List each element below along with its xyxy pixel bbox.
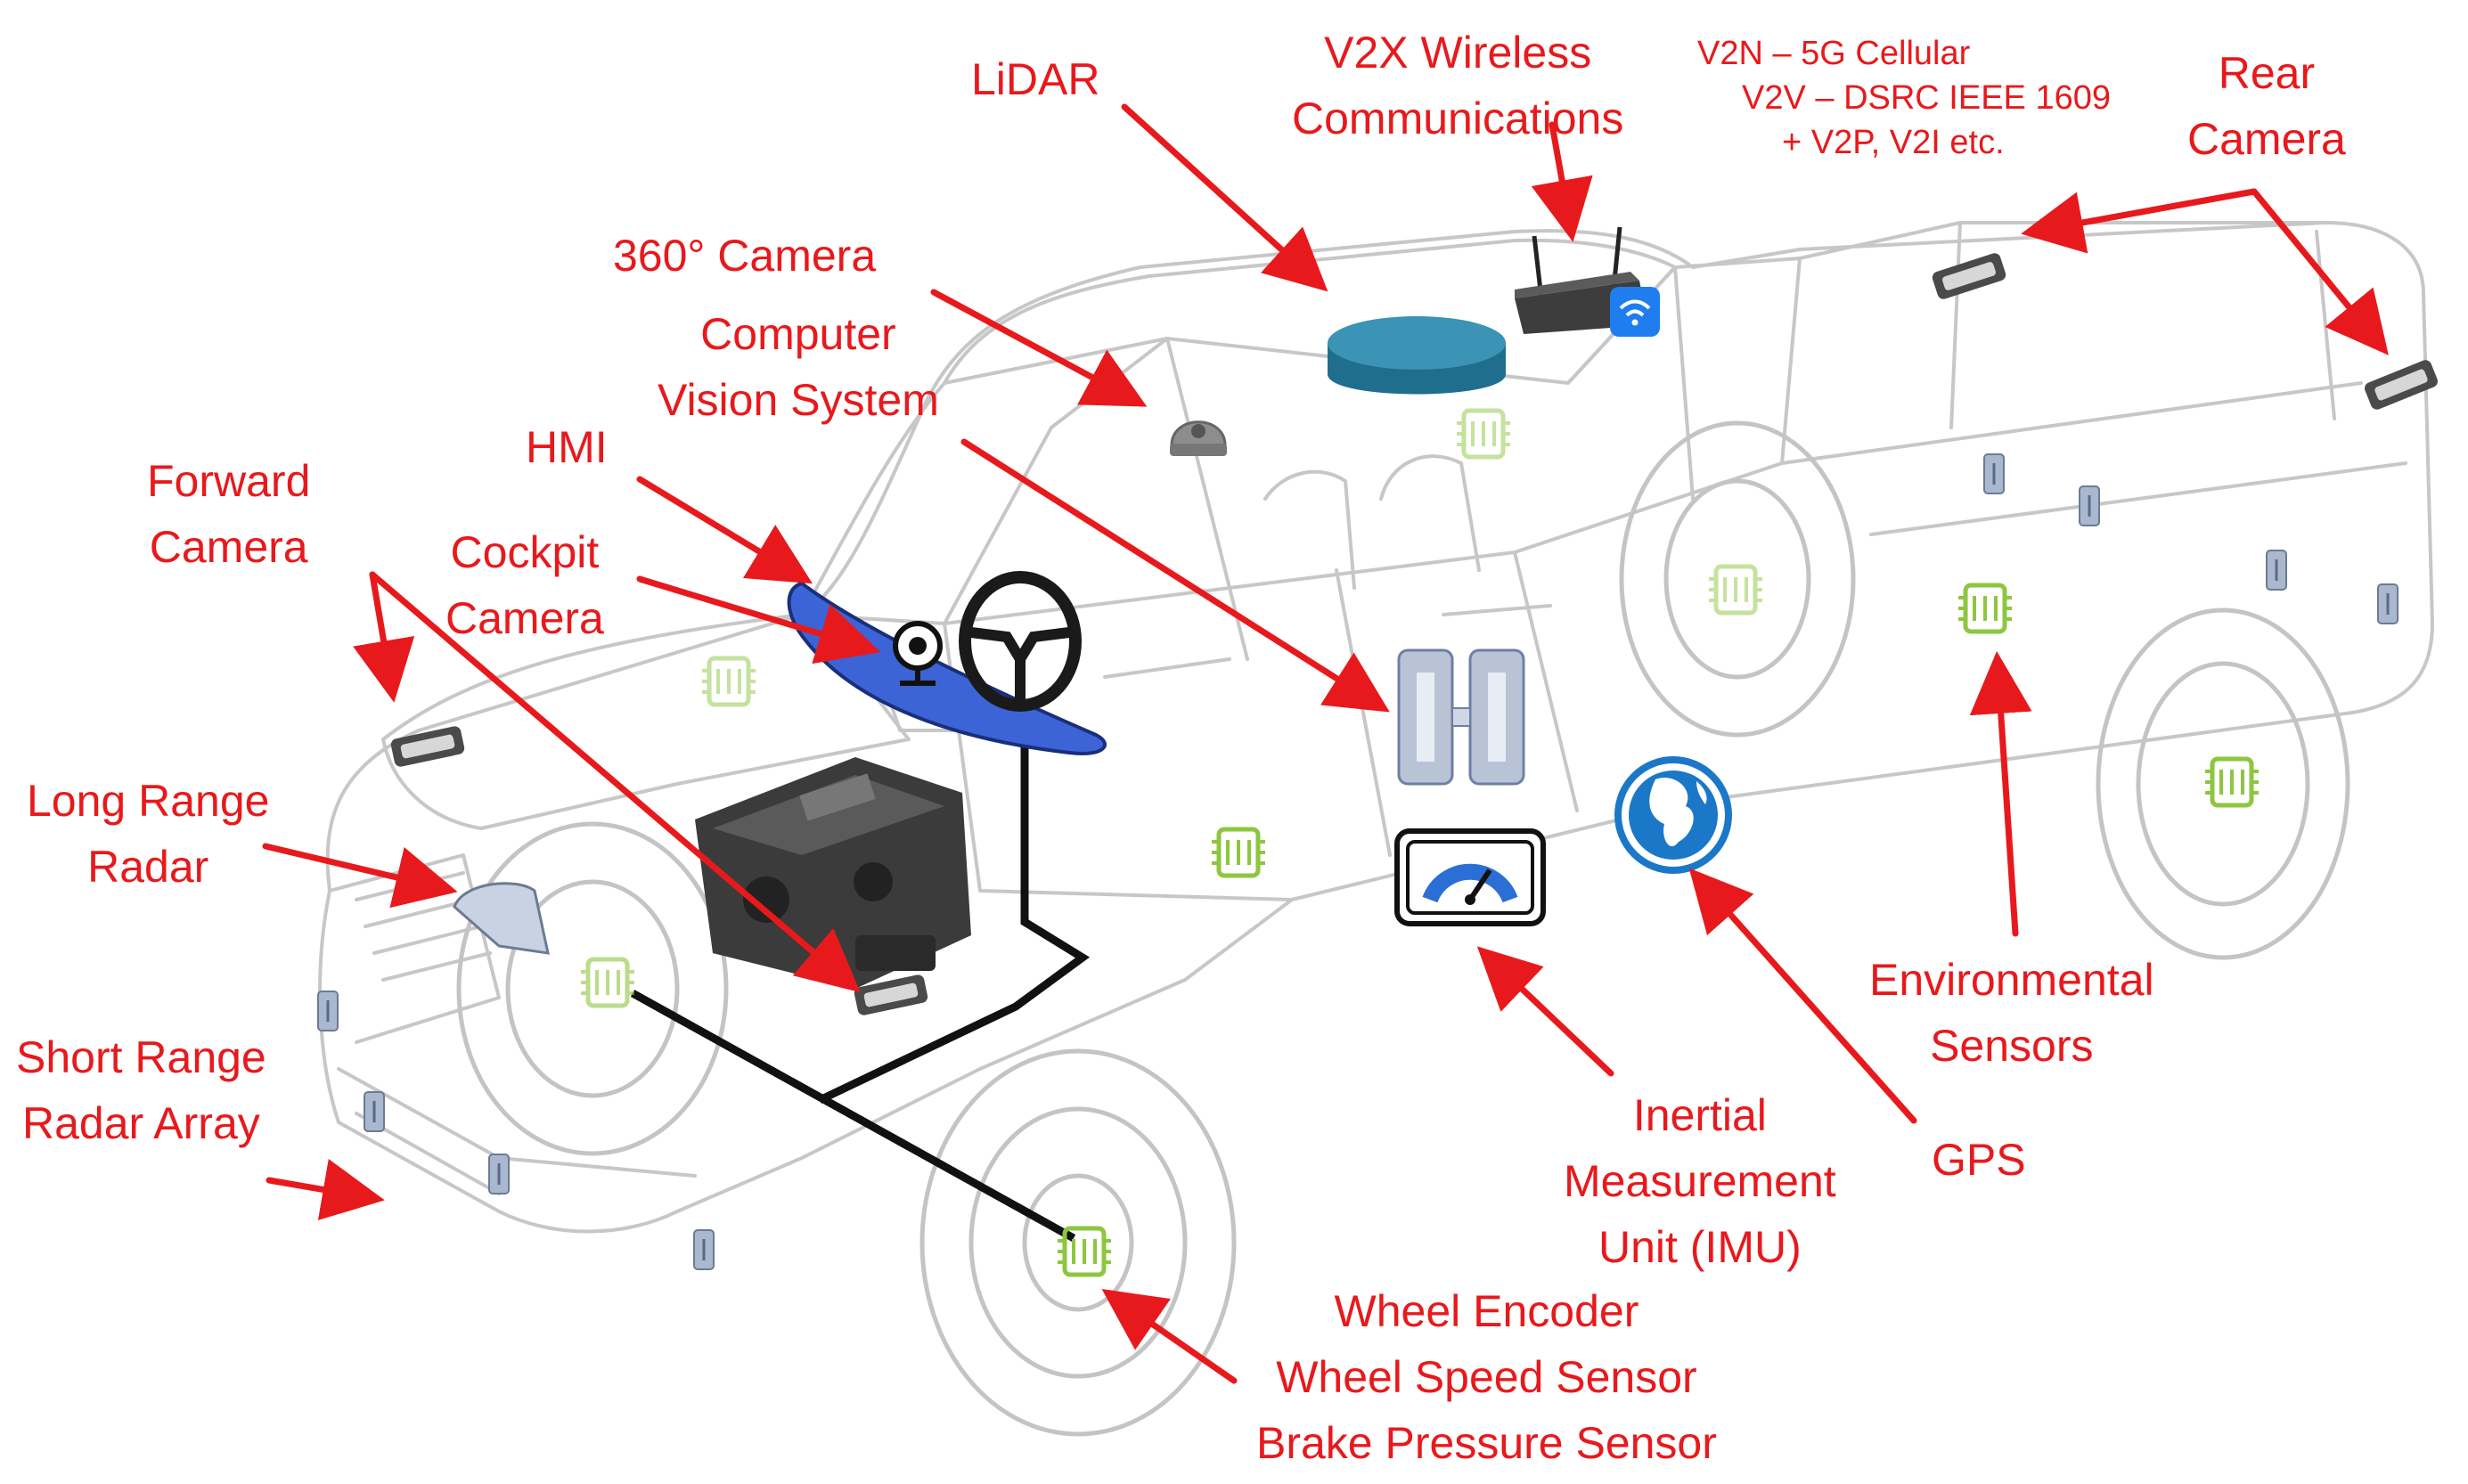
arrow-v2x bbox=[1531, 121, 1593, 242]
label-v2x: V2X Wireless Communications bbox=[1292, 28, 1624, 143]
arrow-360-camera bbox=[930, 289, 1148, 407]
arrow-long-range-radar bbox=[262, 843, 458, 909]
label-rear-camera: Rear Camera bbox=[2187, 48, 2346, 164]
arrow-wheel-sensors bbox=[1101, 1289, 1238, 1384]
wheels bbox=[456, 420, 2350, 1437]
label-cockpit-camera: Cockpit Camera bbox=[445, 527, 604, 643]
arrow-forward-camera-1 bbox=[353, 571, 415, 703]
label-v2x-detail: V2N – 5G Cellular V2V – DSRC IEEE 1609 +… bbox=[1697, 35, 2111, 161]
globe-icon bbox=[1614, 756, 1732, 874]
label-wheel-sensors: Wheel Encoder Wheel Speed Sensor Brake P… bbox=[1256, 1286, 1717, 1468]
arrow-imu bbox=[1476, 946, 1614, 1077]
wiring-harness bbox=[630, 990, 1076, 1242]
arrow-rear-camera-left bbox=[2021, 188, 2258, 254]
arrow-lidar bbox=[1121, 103, 1328, 292]
wiring-harness-trunk bbox=[818, 739, 1091, 1105]
label-computer-vision: Computer Vision System bbox=[658, 309, 939, 425]
label-environmental-sensors: Environmental Sensors bbox=[1869, 955, 2154, 1071]
label-long-range-radar: Long Range Radar bbox=[27, 776, 270, 892]
label-lidar: LiDAR bbox=[971, 54, 1100, 104]
forward-camera-icon bbox=[389, 725, 466, 768]
steering-wheel-icon bbox=[959, 571, 1082, 712]
webcam-icon bbox=[893, 621, 943, 686]
gauge-icon bbox=[1394, 828, 1546, 926]
arrow-short-range-radar bbox=[266, 1158, 385, 1220]
arrow-forward-camera-2 bbox=[369, 571, 861, 993]
arrow-cockpit-camera bbox=[636, 575, 881, 665]
label-gps: GPS bbox=[1932, 1135, 2026, 1185]
label-hmi: HMI bbox=[526, 422, 608, 472]
long-range-radar-icon bbox=[453, 882, 550, 955]
rear-camera-left-icon bbox=[1931, 251, 2007, 301]
arrow-computer-vision bbox=[960, 438, 1390, 713]
dome-camera-icon bbox=[1170, 420, 1227, 456]
label-360-camera: 360° Camera bbox=[613, 231, 877, 281]
label-forward-camera: Forward Camera bbox=[147, 456, 311, 572]
arrow-gps bbox=[1688, 868, 1917, 1124]
rear-right-wheel bbox=[1619, 420, 1856, 738]
engine-icon bbox=[695, 757, 971, 989]
front-right-wheel bbox=[456, 821, 729, 1156]
callout-arrows bbox=[262, 103, 2389, 1384]
label-imu: Inertial Measurement Unit (IMU) bbox=[1564, 1090, 1836, 1272]
front-left-wheel bbox=[919, 1048, 1237, 1437]
label-short-range-radar: Short Range Radar Array bbox=[16, 1032, 266, 1148]
wifi-icon bbox=[1610, 287, 1660, 337]
processor-module-icon bbox=[1397, 648, 1525, 786]
lidar-puck-icon bbox=[1328, 316, 1506, 395]
arrow-hmi bbox=[636, 476, 813, 584]
arrow-environmental bbox=[1969, 651, 2032, 937]
rear-left-wheel bbox=[2096, 607, 2350, 960]
arrow-rear-camera-right bbox=[2251, 188, 2389, 355]
